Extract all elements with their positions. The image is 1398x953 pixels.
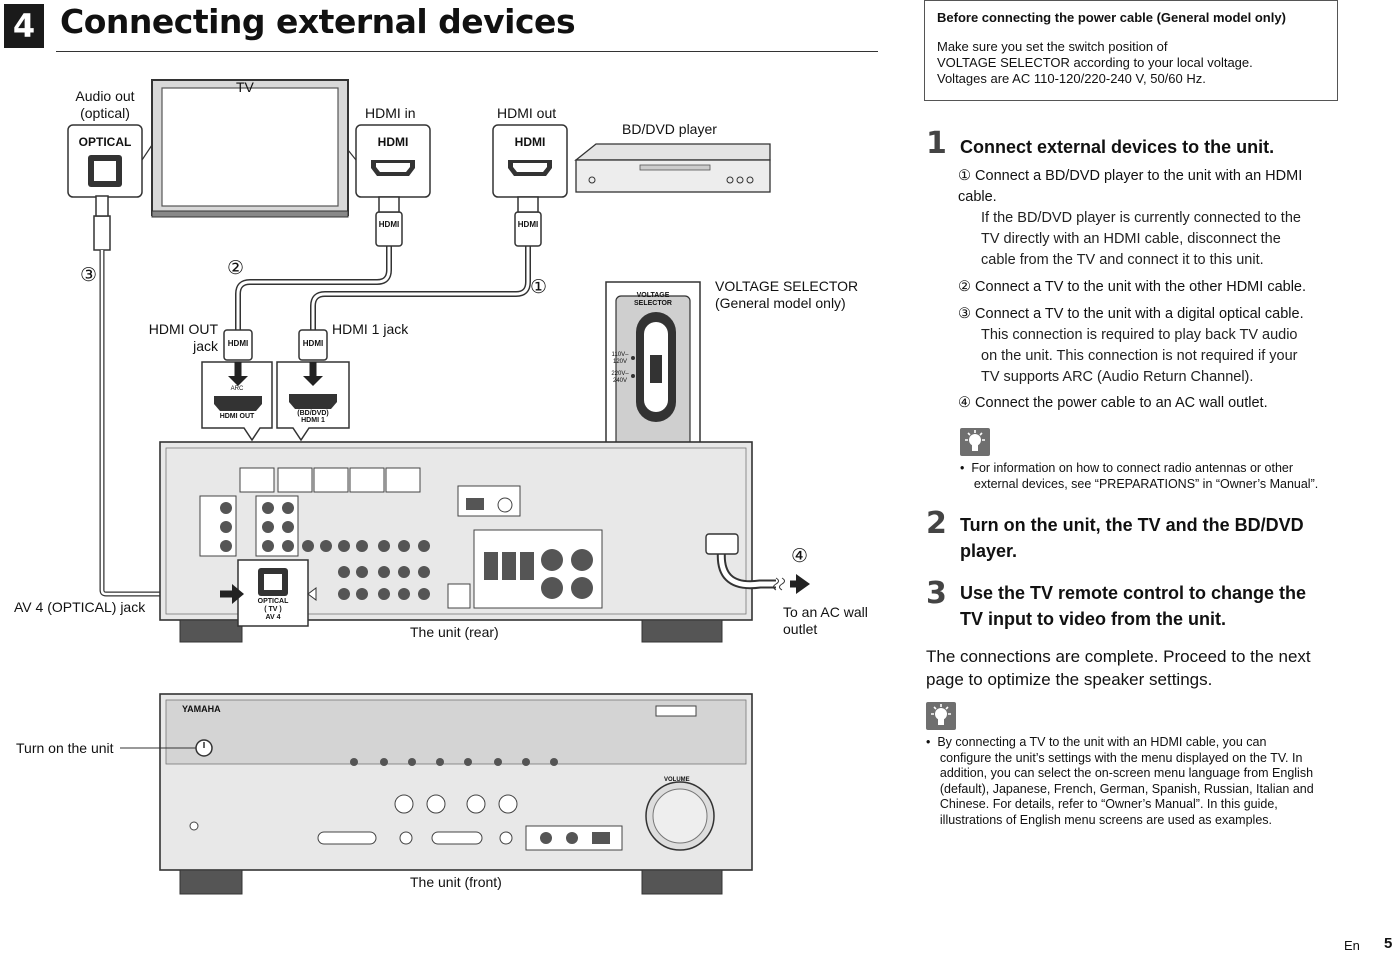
step-1-title: Connect external devices to the unit. bbox=[960, 137, 1275, 157]
voltage-title-text: VOLTAGE SELECTOR bbox=[634, 292, 672, 307]
step-3-number: 3 bbox=[926, 576, 947, 611]
unit-hdmi-plug-text-2: HDMI bbox=[227, 339, 249, 348]
section-number: 4 bbox=[4, 4, 44, 48]
label-audio-out: Audio out (optical) bbox=[75, 88, 135, 121]
tip-2-text: • By connecting a TV to the unit with an… bbox=[926, 735, 1314, 827]
marker-3: ③ bbox=[80, 265, 98, 286]
step-1-sub-3-head: ③ Connect a TV to the unit with a digita… bbox=[958, 306, 1304, 322]
v220-text: 220V– 240V bbox=[611, 371, 629, 384]
step-1-sub-2-head: ② Connect a TV to the unit with the othe… bbox=[958, 279, 1307, 295]
power-note-body: Make sure you set the switch position of… bbox=[937, 39, 1253, 86]
marker-1: ① bbox=[530, 277, 548, 298]
tip-icon bbox=[960, 428, 990, 456]
footer-page-number: 5 bbox=[1384, 935, 1393, 952]
hdmi-cable-1 bbox=[298, 196, 542, 361]
marker-2: ② bbox=[227, 258, 245, 279]
closing-paragraph: The connections are complete. Proceed to… bbox=[926, 647, 1311, 689]
connection-diagram bbox=[67, 79, 810, 895]
step-1-number: 1 bbox=[926, 126, 947, 161]
label-unit-rear: The unit (rear) bbox=[410, 624, 499, 640]
step-3-title: Use the TV remote control to change the … bbox=[960, 583, 1307, 629]
v110-text: 110V– 120V bbox=[611, 352, 629, 365]
hdmi-out-port-text: HDMI OUT bbox=[219, 413, 255, 420]
tv-illustration bbox=[151, 79, 349, 218]
label-turn-on: Turn on the unit bbox=[16, 740, 114, 756]
label-ac-outlet: To an AC wall outlet bbox=[783, 604, 868, 637]
tv-hdmi-text: HDMI bbox=[377, 135, 409, 149]
optical-panel-text: OPTICAL ( TV ) AV 4 bbox=[257, 598, 289, 621]
volume-text: VOLUME bbox=[664, 777, 690, 783]
yamaha-logo: YAMAHA bbox=[182, 704, 221, 714]
unit-front-panel bbox=[159, 693, 753, 895]
footer-language: En bbox=[1344, 938, 1360, 953]
bd-hdmi-plug-text: HDMI bbox=[517, 220, 539, 229]
section-title: Connecting external devices bbox=[60, 2, 576, 41]
label-hdmi-out: HDMI out bbox=[497, 105, 557, 121]
label-bd-player: BD/DVD player bbox=[622, 121, 717, 137]
step-1-sub-1-head: ① Connect a BD/DVD player to the unit wi… bbox=[958, 168, 1303, 205]
hdmi-cable-2 bbox=[223, 196, 403, 361]
unit-rear-panel bbox=[159, 441, 810, 643]
hdmi-out-callout bbox=[201, 361, 273, 442]
tip-1-text: • For information on how to connect radi… bbox=[960, 461, 1319, 491]
tv-optical-text: OPTICAL bbox=[78, 135, 132, 149]
bd-dvd-port-text: (BD/DVD) bbox=[297, 410, 329, 417]
voltage-selector-callout bbox=[605, 281, 701, 596]
marker-4: ④ bbox=[791, 546, 809, 567]
step-2-number: 2 bbox=[926, 506, 947, 541]
label-hdmi1-jack: HDMI 1 jack bbox=[332, 321, 409, 337]
bd-player-illustration bbox=[574, 143, 771, 193]
power-note-title: Before connecting the power cable (Gener… bbox=[937, 10, 1286, 25]
section-rule bbox=[56, 51, 878, 52]
label-hdmi-out-jack: HDMI OUT jack bbox=[148, 321, 218, 354]
arc-text: ARC bbox=[230, 386, 244, 392]
tip-icon-2 bbox=[926, 702, 956, 730]
label-unit-front: The unit (front) bbox=[410, 874, 502, 890]
power-note-box: Before connecting the power cable (Gener… bbox=[924, 0, 1338, 101]
label-voltage-selector: VOLTAGE SELECTOR (General model only) bbox=[715, 278, 859, 311]
optical-av4-callout bbox=[220, 559, 317, 627]
bd-hdmi-port bbox=[492, 124, 568, 198]
tv-hdmi-port bbox=[347, 124, 431, 198]
unit-hdmi-plug-text-1: HDMI bbox=[302, 339, 324, 348]
bd-hdmi-text: HDMI bbox=[514, 135, 546, 149]
step-1-sub-4-head: ④ Connect the power cable to an AC wall … bbox=[958, 395, 1268, 411]
label-av4-jack: AV 4 (OPTICAL) jack bbox=[14, 599, 146, 615]
tv-optical-port bbox=[67, 124, 153, 198]
tv-hdmi-plug-text: HDMI bbox=[378, 220, 400, 229]
label-tv: TV bbox=[236, 79, 254, 95]
hdmi1-port-text: HDMI 1 bbox=[301, 417, 325, 424]
label-hdmi-in: HDMI in bbox=[365, 105, 416, 121]
hdmi1-callout bbox=[276, 361, 350, 442]
step-1-sub-3-body: This connection is required to play back… bbox=[981, 327, 1298, 385]
step-2-title: Turn on the unit, the TV and the BD/DVD … bbox=[960, 515, 1304, 561]
step-1-sub-1-body: If the BD/DVD player is currently connec… bbox=[981, 210, 1301, 268]
